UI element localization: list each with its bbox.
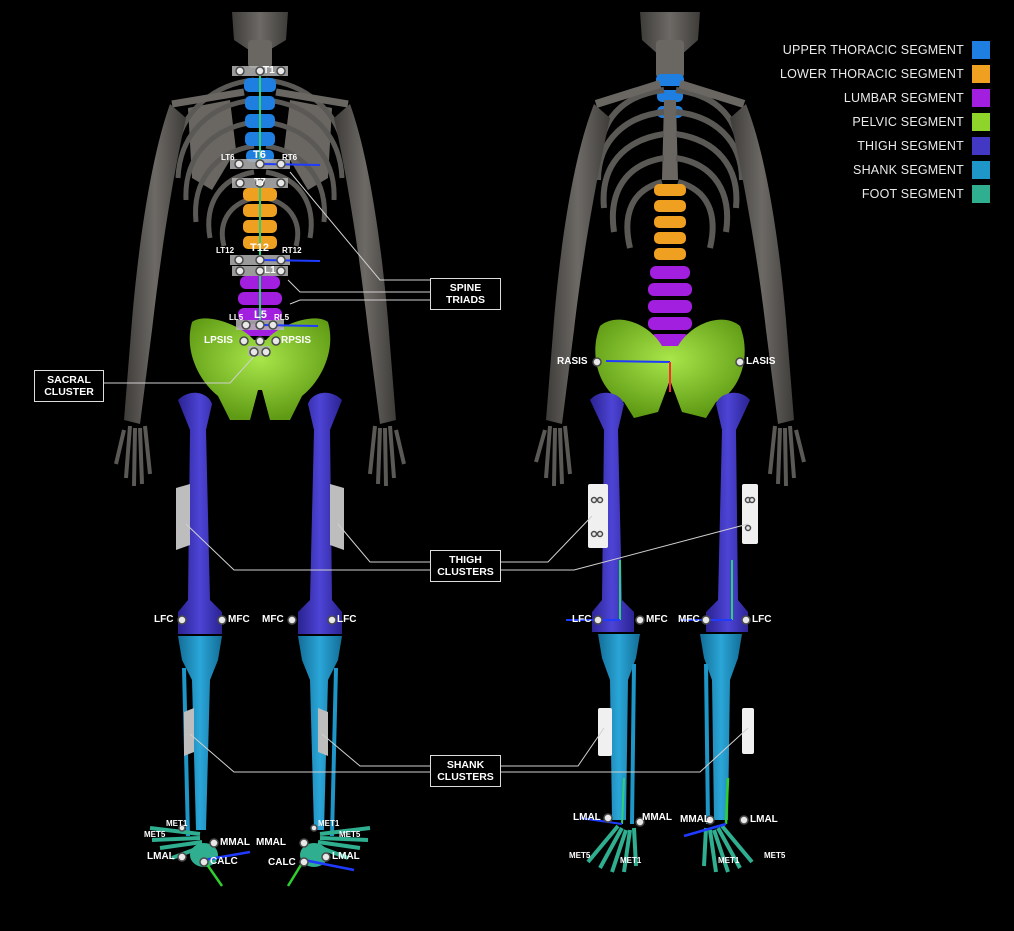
callout-line: TRIADS <box>437 294 494 306</box>
legend-label: SHANK SEGMENT <box>853 163 964 177</box>
callout-line: SACRAL <box>41 374 97 386</box>
lower-thoracic-vertebrae-anterior <box>654 184 686 260</box>
right-hand <box>370 426 404 486</box>
right-hand-anterior <box>536 426 570 486</box>
marker-l5: L5 <box>254 310 267 320</box>
callout-line: CLUSTER <box>41 386 97 398</box>
marker-lfc-ant-left: LFC <box>752 615 771 625</box>
legend-label: LOWER THORACIC SEGMENT <box>780 67 964 81</box>
marker-mfc-left: MFC <box>228 615 250 625</box>
lumbar-vertebrae-anterior <box>648 266 692 346</box>
legend-swatch <box>972 161 990 179</box>
shank-clusters-callout: SHANK CLUSTERS <box>430 755 501 787</box>
marker-rt6: RT6 <box>282 153 297 163</box>
legend-label: UPPER THORACIC SEGMENT <box>783 43 964 57</box>
marker-rl5: RL5 <box>274 313 289 323</box>
marker-calc-left: CALC <box>210 857 238 867</box>
legend-swatch <box>972 137 990 155</box>
legend-item-thigh: THIGH SEGMENT <box>780 134 990 158</box>
right-thigh-cluster <box>330 484 344 550</box>
spine-triads-callout: SPINE TRIADS <box>430 278 501 310</box>
sacral-cluster-callout: SACRAL CLUSTER <box>34 370 104 402</box>
marker-lt12: LT12 <box>216 246 234 256</box>
marker-ll5: LL5 <box>229 313 243 323</box>
callout-line: CLUSTERS <box>437 566 494 578</box>
marker-mmal-left: MMAL <box>220 838 250 848</box>
marker-mfc-ant-right: MFC <box>646 615 668 625</box>
callout-line: CLUSTERS <box>437 771 494 783</box>
marker-met1-ant-right: MET1 <box>620 856 641 866</box>
marker-mfc-right: MFC <box>262 615 284 625</box>
legend-label: PELVIC SEGMENT <box>852 115 964 129</box>
marker-mmal-right: MMAL <box>256 838 286 848</box>
callout-line: SHANK <box>437 759 494 771</box>
marker-rasis: RASIS <box>557 357 588 367</box>
legend-item-foot: FOOT SEGMENT <box>780 182 990 206</box>
legend-item-upper-thoracic: UPPER THORACIC SEGMENT <box>780 38 990 62</box>
left-thigh-cluster-anterior <box>742 484 758 544</box>
right-shank-cluster-anterior <box>598 708 612 756</box>
marker-lfc-right: LFC <box>337 615 356 625</box>
legend-label: LUMBAR SEGMENT <box>844 91 964 105</box>
legend-swatch <box>972 185 990 203</box>
marker-met5-ant-left: MET5 <box>764 851 785 861</box>
marker-t7: T7 <box>254 178 266 188</box>
marker-t6: T6 <box>253 150 266 160</box>
marker-lpsis: LPSIS <box>204 336 233 346</box>
marker-mmal-ant-left: MMAL <box>680 815 710 825</box>
marker-lfc-ant-right: LFC <box>572 615 591 625</box>
left-shank-cluster <box>184 708 194 756</box>
marker-mfc-ant-left: MFC <box>678 615 700 625</box>
marker-met5-left: MET5 <box>144 830 165 840</box>
marker-met5-ant-right: MET5 <box>569 851 590 861</box>
marker-mmal-ant-right: MMAL <box>642 813 672 823</box>
legend-swatch <box>972 89 990 107</box>
marker-lmal-ant-right: LMAL <box>573 813 601 823</box>
callout-line: SPINE <box>437 282 494 294</box>
marker-rpsis: RPSIS <box>281 336 311 346</box>
legend-item-shank: SHANK SEGMENT <box>780 158 990 182</box>
anterior-skeleton <box>536 12 804 872</box>
marker-t12: T12 <box>250 243 269 253</box>
legend-swatch <box>972 65 990 83</box>
right-shank-cluster <box>318 708 328 756</box>
marker-calc-right: CALC <box>268 858 296 868</box>
thigh-clusters-callout: THIGH CLUSTERS <box>430 550 501 582</box>
legend-label: THIGH SEGMENT <box>857 139 964 153</box>
left-hand <box>116 426 150 486</box>
segment-legend: UPPER THORACIC SEGMENT LOWER THORACIC SE… <box>780 38 990 206</box>
legend-label: FOOT SEGMENT <box>862 187 964 201</box>
marker-t1: T1 <box>263 66 275 76</box>
marker-met5-right: MET5 <box>339 830 360 840</box>
marker-lfc-left: LFC <box>154 615 173 625</box>
left-thigh-cluster <box>176 484 190 550</box>
legend-swatch <box>972 113 990 131</box>
marker-met1-ant-left: MET1 <box>718 856 739 866</box>
marker-lmal-right: LMAL <box>332 852 360 862</box>
left-shank-cluster-anterior <box>742 708 754 754</box>
callout-line: THIGH <box>437 554 494 566</box>
left-arm <box>124 104 186 424</box>
right-arm <box>334 104 396 424</box>
marker-lmal-ant-left: LMAL <box>750 815 778 825</box>
marker-lmal-left: LMAL <box>147 852 175 862</box>
marker-l1: L1 <box>264 266 276 276</box>
right-thigh-cluster-anterior <box>588 484 608 548</box>
marker-rt12: RT12 <box>282 246 302 256</box>
marker-met1-right: MET1 <box>318 819 339 829</box>
legend-item-lumbar: LUMBAR SEGMENT <box>780 86 990 110</box>
posterior-skeleton <box>116 12 404 886</box>
left-hand-anterior <box>770 426 804 486</box>
legend-item-pelvic: PELVIC SEGMENT <box>780 110 990 134</box>
marker-met1-left: MET1 <box>166 819 187 829</box>
marker-lt6: LT6 <box>221 153 235 163</box>
legend-item-lower-thoracic: LOWER THORACIC SEGMENT <box>780 62 990 86</box>
legend-swatch <box>972 41 990 59</box>
marker-lasis: LASIS <box>746 357 775 367</box>
